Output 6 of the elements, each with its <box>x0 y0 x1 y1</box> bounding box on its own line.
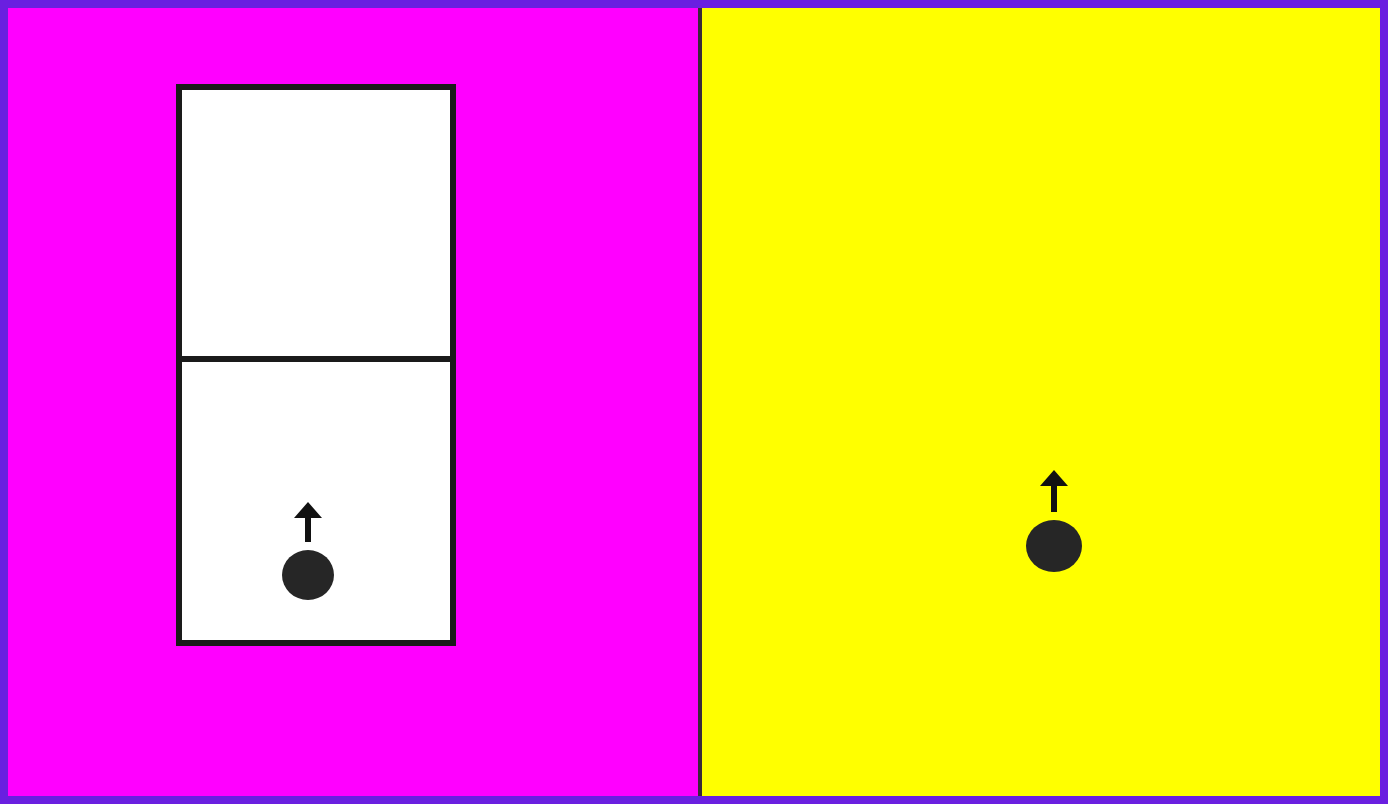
dot <box>1026 520 1082 572</box>
box <box>176 356 456 646</box>
panel <box>8 8 698 796</box>
dot <box>282 550 334 600</box>
box <box>176 84 456 362</box>
panel <box>702 8 1380 796</box>
